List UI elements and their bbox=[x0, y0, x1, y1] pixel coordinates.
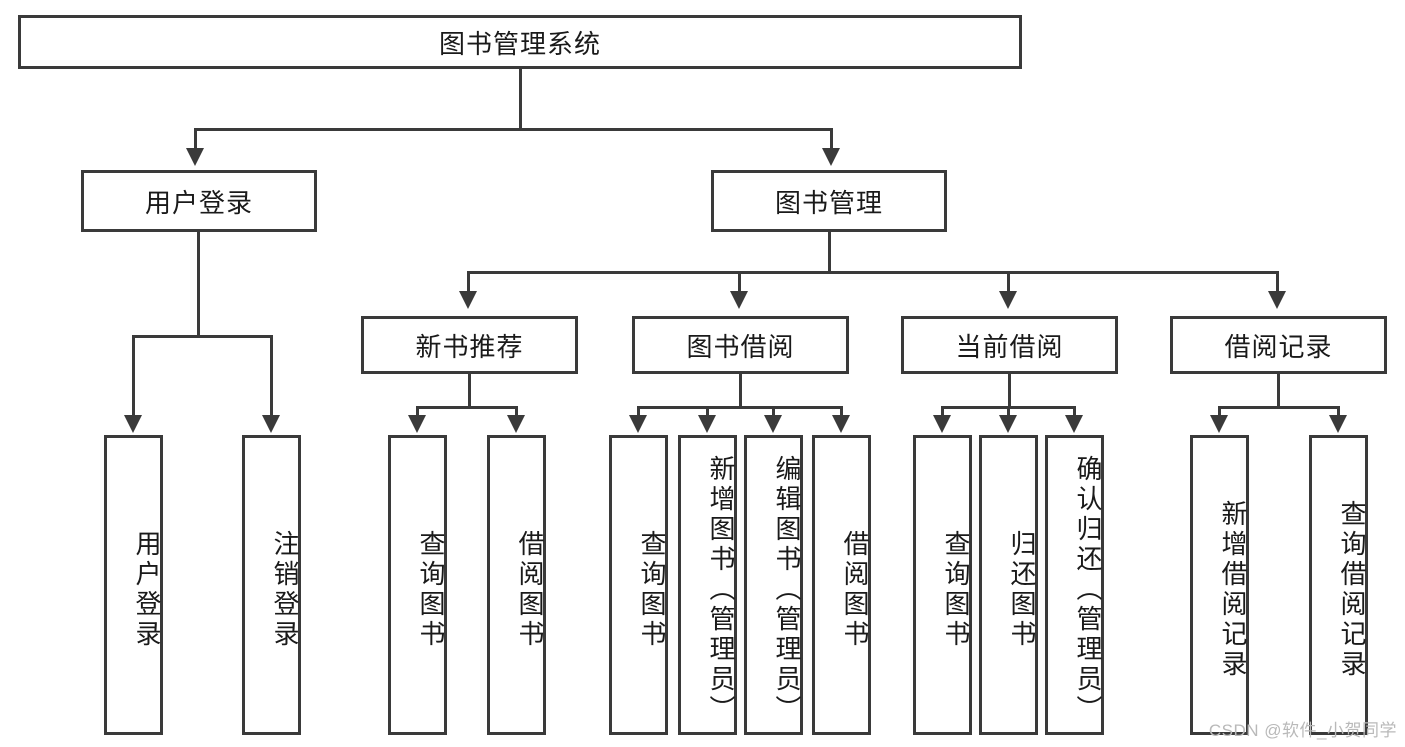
node-label: 查询借阅记录 bbox=[1337, 500, 1367, 680]
leaf-current-borrow-1[interactable]: 归还图书 bbox=[979, 435, 1038, 735]
node-label: 借阅图书 bbox=[840, 530, 870, 650]
node-label: 新增图书（管理员） bbox=[706, 455, 736, 725]
connector-cb-to-leaf-0 bbox=[941, 406, 944, 417]
connector-cb-stem bbox=[1008, 374, 1011, 408]
node-label: 确认归还（管理员） bbox=[1073, 455, 1103, 725]
arrow-nbr-to-leaf-1 bbox=[507, 415, 525, 433]
connector-user-login-to-leaf-0 bbox=[132, 335, 135, 417]
node-label: 新书推荐 bbox=[415, 331, 524, 362]
connector-br-to-leaf-1 bbox=[1337, 406, 1340, 417]
connector-cb-to-leaf-1 bbox=[1007, 406, 1010, 417]
connector-bb-to-leaf-3 bbox=[840, 406, 843, 417]
node-book-management[interactable]: 图书管理 bbox=[711, 170, 947, 232]
node-root-book-management-system[interactable]: 图书管理系统 bbox=[18, 15, 1022, 69]
connector-bm-to-child-1 bbox=[738, 271, 741, 293]
arrow-cb-to-leaf-2 bbox=[1065, 415, 1083, 433]
leaf-new-book-recommend-1[interactable]: 借阅图书 bbox=[487, 435, 546, 735]
leaf-new-book-recommend-0[interactable]: 查询图书 bbox=[388, 435, 447, 735]
arrow-bb-to-leaf-3 bbox=[832, 415, 850, 433]
arrow-bb-to-leaf-0 bbox=[629, 415, 647, 433]
node-current-borrow[interactable]: 当前借阅 bbox=[901, 316, 1118, 374]
connector-user-login-to-leaf-1 bbox=[270, 335, 273, 417]
arrow-br-to-leaf-0 bbox=[1210, 415, 1228, 433]
connector-cb-to-leaf-2 bbox=[1073, 406, 1076, 417]
connector-bb-to-leaf-1 bbox=[706, 406, 709, 417]
leaf-borrow-record-0[interactable]: 新增借阅记录 bbox=[1190, 435, 1249, 735]
connector-root-bar bbox=[194, 128, 833, 131]
connector-bm-to-child-2 bbox=[1007, 271, 1010, 293]
connector-root-to-user-login bbox=[194, 128, 197, 150]
node-label: 编辑图书（管理员） bbox=[772, 455, 802, 725]
connector-br-bar bbox=[1218, 406, 1340, 409]
leaf-current-borrow-0[interactable]: 查询图书 bbox=[913, 435, 972, 735]
connector-book-management-bar bbox=[467, 271, 1278, 274]
leaf-user-login-1[interactable]: 注销登录 bbox=[242, 435, 301, 735]
connector-bb-stem bbox=[739, 374, 742, 408]
arrow-bm-to-book-borrow bbox=[730, 291, 748, 309]
node-label: 查询图书 bbox=[416, 530, 446, 650]
arrow-bb-to-leaf-1 bbox=[698, 415, 716, 433]
node-label: 图书借阅 bbox=[686, 331, 795, 362]
connector-bb-to-leaf-0 bbox=[637, 406, 640, 417]
connector-nbr-to-leaf-0 bbox=[416, 406, 419, 417]
node-new-book-recommend[interactable]: 新书推荐 bbox=[361, 316, 578, 374]
arrow-bm-to-new-book-recommend bbox=[459, 291, 477, 309]
node-label: 用户登录 bbox=[132, 530, 162, 650]
arrow-bm-to-current-borrow bbox=[999, 291, 1017, 309]
connector-nbr-bar bbox=[416, 406, 518, 409]
node-label: 借阅图书 bbox=[515, 530, 545, 650]
connector-user-login-bar bbox=[132, 335, 272, 338]
connector-nbr-to-leaf-1 bbox=[515, 406, 518, 417]
arrow-user-login-to-leaf-1 bbox=[262, 415, 280, 433]
arrow-nbr-to-leaf-0 bbox=[408, 415, 426, 433]
node-book-borrow[interactable]: 图书借阅 bbox=[632, 316, 849, 374]
node-label: 当前借阅 bbox=[955, 331, 1064, 362]
node-label: 借阅记录 bbox=[1224, 331, 1333, 362]
leaf-user-login-0[interactable]: 用户登录 bbox=[104, 435, 163, 735]
arrow-cb-to-leaf-0 bbox=[933, 415, 951, 433]
node-label: 查询图书 bbox=[941, 530, 971, 650]
connector-br-to-leaf-0 bbox=[1218, 406, 1221, 417]
leaf-borrow-record-1[interactable]: 查询借阅记录 bbox=[1309, 435, 1368, 735]
leaf-book-borrow-1[interactable]: 新增图书（管理员） bbox=[678, 435, 737, 735]
connector-bm-to-child-0 bbox=[467, 271, 470, 293]
node-label: 查询图书 bbox=[637, 530, 667, 650]
node-label: 归还图书 bbox=[1007, 530, 1037, 650]
connector-bb-bar bbox=[637, 406, 843, 409]
connector-root-to-book-management bbox=[830, 128, 833, 150]
leaf-book-borrow-3[interactable]: 借阅图书 bbox=[812, 435, 871, 735]
arrow-bb-to-leaf-2 bbox=[764, 415, 782, 433]
node-label: 图书管理 bbox=[774, 187, 883, 218]
arrow-user-login-to-leaf-0 bbox=[124, 415, 142, 433]
arrow-root-to-book-management bbox=[822, 148, 840, 166]
leaf-current-borrow-2[interactable]: 确认归还（管理员） bbox=[1045, 435, 1104, 735]
node-borrow-record[interactable]: 借阅记录 bbox=[1170, 316, 1387, 374]
node-label: 图书管理系统 bbox=[438, 28, 601, 59]
connector-bm-to-child-3 bbox=[1276, 271, 1279, 293]
connector-bb-to-leaf-2 bbox=[772, 406, 775, 417]
arrow-br-to-leaf-1 bbox=[1329, 415, 1347, 433]
node-label: 注销登录 bbox=[270, 530, 300, 650]
connector-br-stem bbox=[1277, 374, 1280, 408]
leaf-book-borrow-0[interactable]: 查询图书 bbox=[609, 435, 668, 735]
arrow-bm-to-borrow-record bbox=[1268, 291, 1286, 309]
node-label: 新增借阅记录 bbox=[1218, 500, 1248, 680]
node-user-login[interactable]: 用户登录 bbox=[81, 170, 317, 232]
connector-book-management-stem bbox=[828, 232, 831, 273]
arrow-cb-to-leaf-1 bbox=[999, 415, 1017, 433]
node-label: 用户登录 bbox=[144, 187, 253, 218]
connector-root-stem bbox=[519, 69, 522, 128]
arrow-root-to-user-login bbox=[186, 148, 204, 166]
leaf-book-borrow-2[interactable]: 编辑图书（管理员） bbox=[744, 435, 803, 735]
connector-user-login-stem bbox=[197, 232, 200, 338]
connector-nbr-stem bbox=[468, 374, 471, 408]
